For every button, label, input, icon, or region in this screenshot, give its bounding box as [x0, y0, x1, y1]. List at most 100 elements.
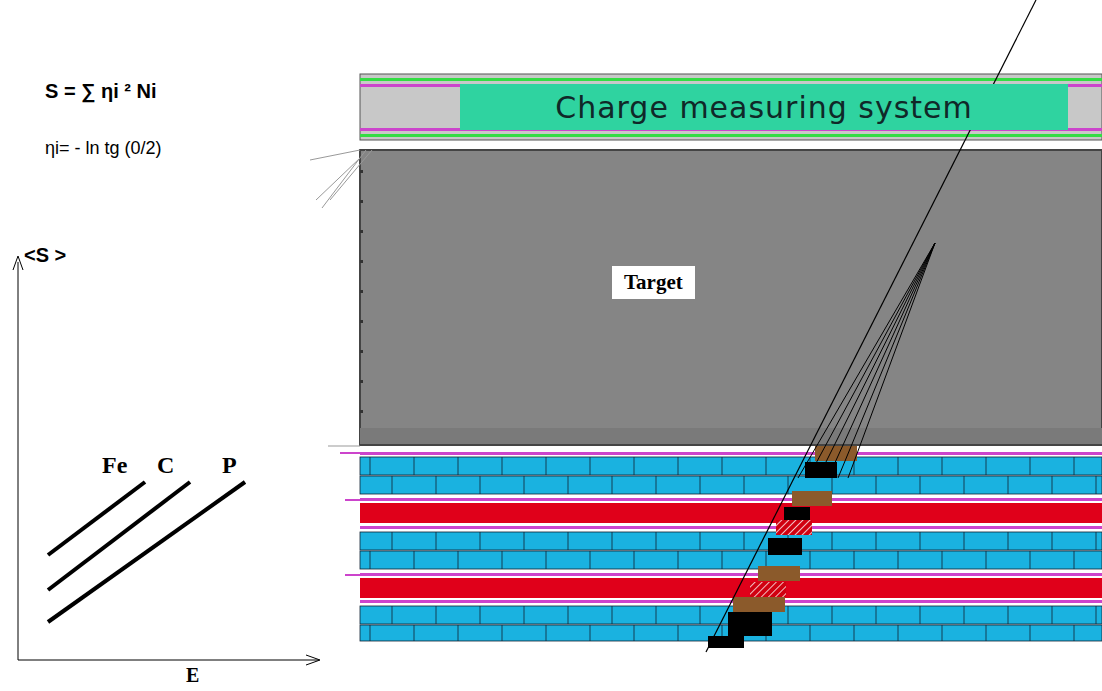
leader-line	[310, 150, 360, 160]
calorimeter-layer	[360, 476, 1102, 494]
calorimeter-layer	[360, 503, 1102, 523]
cell-divider	[1052, 606, 1053, 624]
shower-deposit	[728, 612, 772, 636]
shower-deposit	[792, 491, 832, 506]
cell-divider	[392, 606, 393, 624]
cell-divider	[524, 606, 525, 624]
cell-divider	[942, 457, 943, 475]
cell-divider	[480, 476, 481, 494]
cell-divider	[546, 457, 547, 475]
cell-divider	[546, 551, 547, 569]
cell-divider	[876, 606, 877, 624]
target-tick	[360, 410, 363, 413]
cell-divider	[678, 551, 679, 569]
cell-divider	[414, 457, 415, 475]
target-tick	[360, 350, 363, 353]
cell-divider	[436, 532, 437, 550]
target-tick	[360, 320, 363, 323]
cell-divider	[964, 532, 965, 550]
cell-divider	[942, 625, 943, 641]
cell-divider	[612, 606, 613, 624]
x-axis	[18, 660, 318, 661]
charge-strip	[360, 78, 1102, 81]
axis-label: E	[186, 664, 199, 687]
cell-divider	[876, 532, 877, 550]
target-tick	[360, 380, 363, 383]
cell-divider	[1008, 532, 1009, 550]
cell-divider	[502, 625, 503, 641]
shower-deposit	[768, 538, 802, 555]
cell-divider	[656, 476, 657, 494]
cell-divider	[898, 551, 899, 569]
cell-divider	[1096, 532, 1097, 550]
cell-divider	[722, 551, 723, 569]
axis-arrow	[306, 655, 320, 665]
shower-deposit	[784, 507, 810, 521]
cell-divider	[744, 532, 745, 550]
cell-divider	[700, 606, 701, 624]
cell-divider	[568, 606, 569, 624]
cell-divider	[1030, 457, 1031, 475]
cell-divider	[942, 551, 943, 569]
cell-divider	[634, 551, 635, 569]
cell-divider	[612, 532, 613, 550]
cell-divider	[634, 625, 635, 641]
cell-divider	[1074, 625, 1075, 641]
secondary-track	[808, 243, 935, 478]
cell-divider	[1030, 625, 1031, 641]
curve-label: P	[222, 452, 237, 479]
cell-divider	[1052, 532, 1053, 550]
leader-line	[328, 446, 360, 447]
cell-divider	[920, 476, 921, 494]
secondary-track	[848, 243, 935, 478]
cell-divider	[370, 551, 371, 569]
cell-divider	[480, 532, 481, 550]
calorimeter-layer	[360, 578, 1102, 598]
leader-line	[330, 150, 372, 200]
calorimeter-layer	[360, 457, 1102, 475]
calorimeter-layer	[360, 452, 1102, 455]
cell-divider	[1074, 551, 1075, 569]
cell-divider	[524, 532, 525, 550]
cell-divider	[568, 532, 569, 550]
cell-divider	[1008, 606, 1009, 624]
axis-arrow	[13, 256, 23, 270]
leader-line	[345, 574, 360, 576]
curve-label: C	[157, 452, 174, 479]
spectrum-line	[48, 482, 145, 555]
axis-label: <S >	[24, 244, 66, 267]
charge-strip	[360, 134, 1102, 137]
target-block	[360, 150, 1102, 445]
target-label: Target	[612, 266, 695, 299]
calorimeter-layer	[360, 551, 1102, 569]
shower-deposit	[758, 566, 800, 581]
cell-divider	[370, 457, 371, 475]
target-tick	[360, 170, 363, 173]
secondary-track	[818, 243, 935, 478]
cell-divider	[854, 625, 855, 641]
secondary-track	[838, 243, 935, 478]
cell-divider	[458, 457, 459, 475]
cell-divider	[1052, 476, 1053, 494]
cell-divider	[678, 457, 679, 475]
cell-divider	[656, 532, 657, 550]
cell-divider	[898, 457, 899, 475]
cell-divider	[700, 532, 701, 550]
secondary-track	[798, 243, 935, 478]
cell-divider	[744, 476, 745, 494]
spectrum-line	[48, 482, 245, 622]
calorimeter-layer	[360, 573, 1102, 576]
calorimeter-layer	[360, 526, 1102, 529]
leader-line	[340, 452, 360, 454]
cell-divider	[920, 606, 921, 624]
cell-divider	[502, 457, 503, 475]
cell-divider	[1096, 476, 1097, 494]
formula-eta: ηi= - ln tg (0/2)	[45, 138, 162, 159]
leader-line	[345, 499, 360, 501]
cell-divider	[722, 457, 723, 475]
cell-divider	[524, 476, 525, 494]
target-tick	[360, 260, 363, 263]
cell-divider	[766, 457, 767, 475]
cell-divider	[788, 606, 789, 624]
cell-divider	[634, 457, 635, 475]
